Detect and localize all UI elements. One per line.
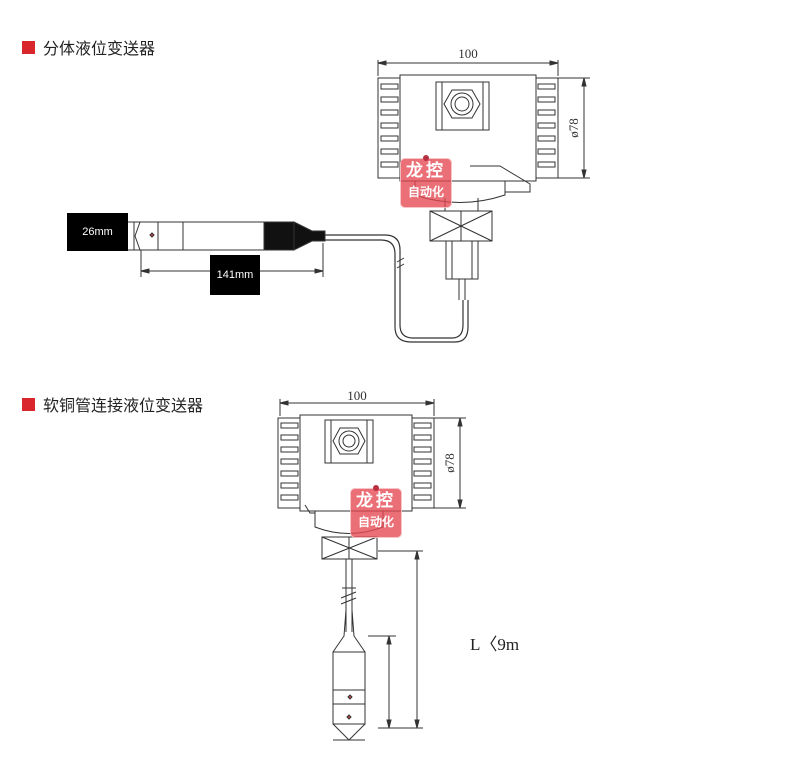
pin-icon xyxy=(373,485,379,491)
brand-stamp-2: 龙控 自动化 xyxy=(350,485,402,538)
length-dimension-box: 141mm xyxy=(210,255,260,295)
cable-1 xyxy=(300,234,469,343)
width-dimension-label-2: 100 xyxy=(347,388,367,403)
red-square-icon xyxy=(22,397,35,411)
stamp-line1: 龙控 xyxy=(356,491,396,511)
section-title-copper: 软铜管连接液位变送器 xyxy=(22,392,203,416)
diameter-dimension-label-1: ø78 xyxy=(566,118,581,138)
probe-2 xyxy=(332,550,423,741)
diameter-dimension-label-2: ø78 xyxy=(442,453,457,473)
height-dimension-box: 26mm xyxy=(67,213,128,251)
red-square-icon xyxy=(22,40,35,54)
pin-icon xyxy=(423,155,429,161)
brand-stamp-1: 龙控 自动化 xyxy=(400,155,452,208)
stamp-line2: 自动化 xyxy=(357,515,394,529)
width-dimension-label-1: 100 xyxy=(458,46,478,61)
stamp-line2: 自动化 xyxy=(407,185,444,199)
max-length-label: L〈9m xyxy=(470,635,520,654)
housing-1 xyxy=(377,60,590,300)
section-title-split: 分体液位变送器 xyxy=(22,35,155,59)
split-transmitter-title: 分体液位变送器 xyxy=(43,39,156,58)
stamp-line1: 龙控 xyxy=(406,161,446,181)
copper-tube-transmitter-title: 软铜管连接液位变送器 xyxy=(43,396,204,415)
